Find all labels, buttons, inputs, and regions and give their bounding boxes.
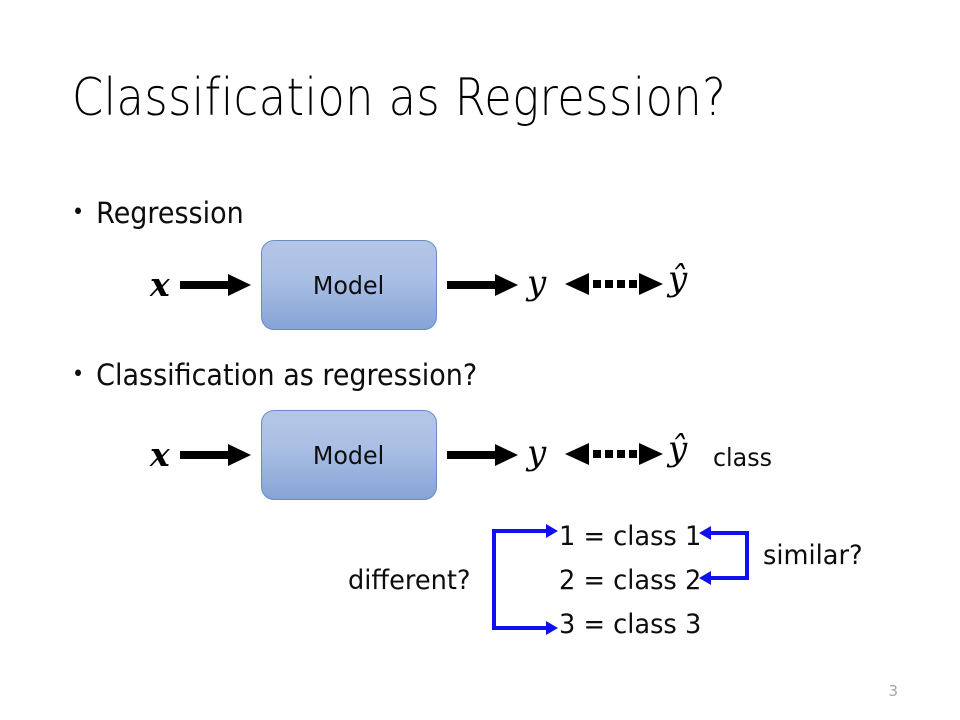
arrow-model-to-output-icon [447, 444, 518, 466]
class-annotation-label: class [713, 443, 772, 472]
arrow-input-to-model-icon [180, 444, 251, 466]
model-box-label: Model [313, 440, 385, 470]
regression-flow-diagram: 𝒙 Model 𝑦 ŷ [0, 240, 960, 350]
input-variable-label: 𝒙 [150, 435, 170, 474]
model-box[interactable]: Model [261, 410, 437, 500]
predicted-variable-label: ŷ [668, 259, 688, 299]
predicted-variable-label: ŷ [668, 429, 688, 469]
class-mapping-item: 2 = class 2 [559, 565, 702, 596]
different-annotation-label: different? [348, 565, 471, 596]
page-number: 3 [888, 682, 898, 700]
bullet-label-regression: Regression [96, 196, 244, 230]
bullet-dot-icon: • [72, 200, 85, 225]
different-bracket-icon [492, 524, 558, 635]
model-box-label: Model [313, 270, 385, 300]
model-box[interactable]: Model [261, 240, 437, 330]
bullet-dot-icon: • [72, 362, 85, 387]
bullet-item-classification: • Classification as regression? [72, 358, 477, 392]
page-title: Classification as Regression? [72, 68, 727, 128]
dotted-double-arrow-icon [565, 273, 663, 295]
arrow-input-to-model-icon [180, 274, 251, 296]
output-variable-label: 𝑦 [527, 263, 547, 303]
arrow-model-to-output-icon [447, 274, 518, 296]
dotted-double-arrow-icon [565, 443, 663, 465]
class-mapping-item: 3 = class 3 [559, 609, 702, 640]
classification-flow-diagram: 𝒙 Model 𝑦 ŷ class [0, 410, 960, 520]
similar-bracket-icon [699, 526, 749, 585]
class-mapping-item: 1 = class 1 [559, 521, 702, 552]
bullet-label-classification: Classification as regression? [96, 358, 478, 392]
similar-annotation-label: similar? [763, 540, 863, 571]
input-variable-label: 𝒙 [150, 265, 170, 304]
output-variable-label: 𝑦 [527, 433, 547, 473]
bullet-item-regression: • Regression [72, 196, 244, 230]
